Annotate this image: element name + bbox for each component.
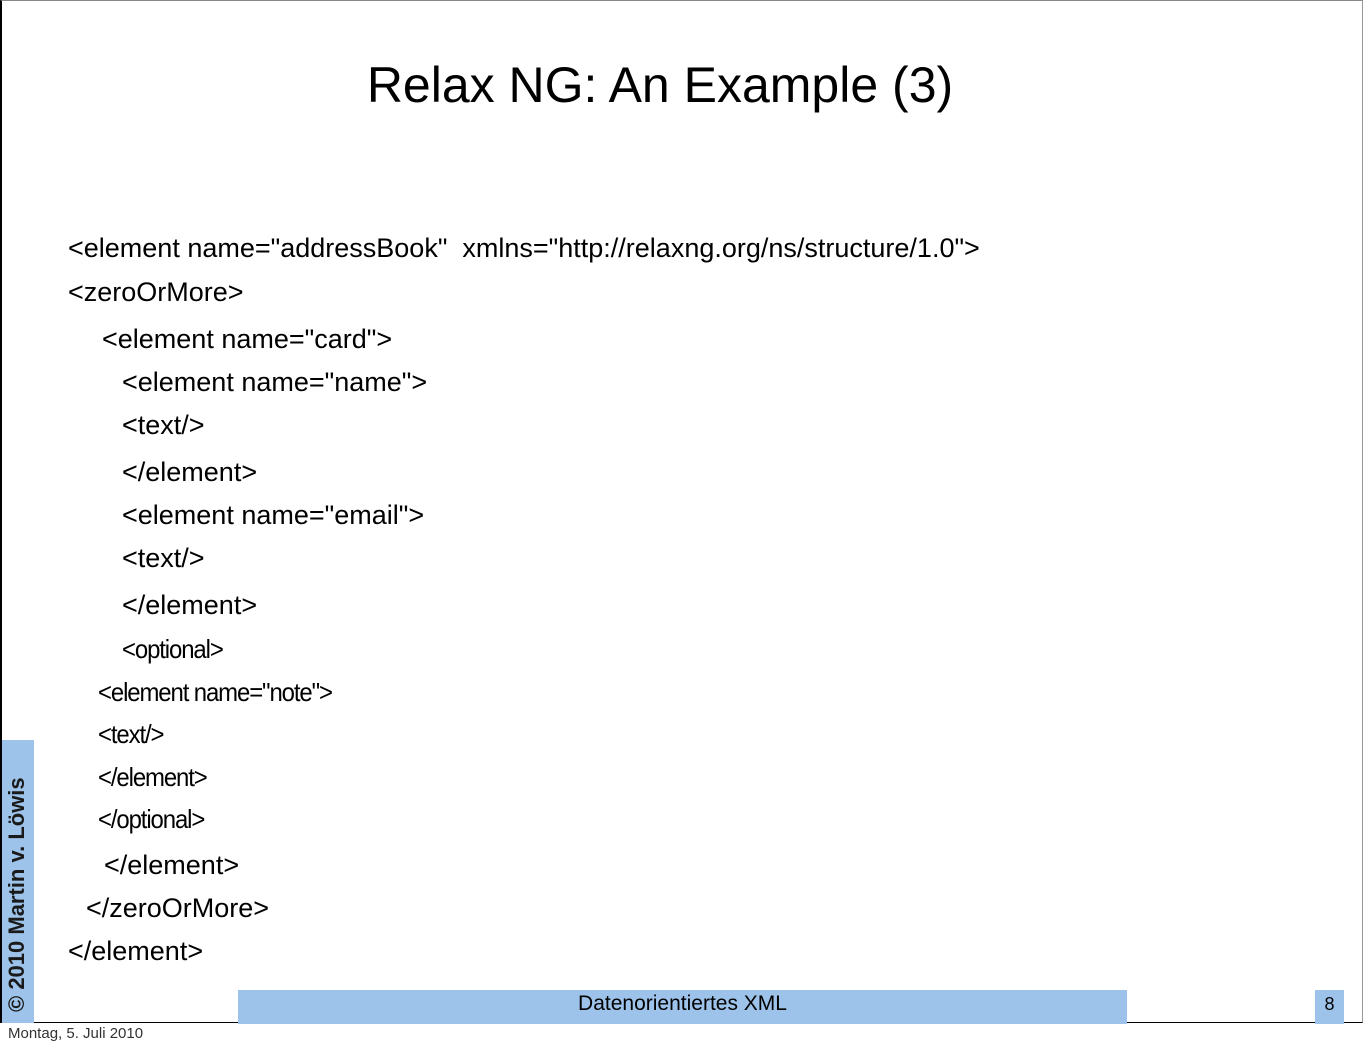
code-line: <zeroOrMore> <box>68 277 244 307</box>
code-line: <text/> <box>98 719 165 749</box>
code-line: <text/> <box>122 410 205 440</box>
footer-bar: Datenorientiertes XML <box>238 990 1127 1024</box>
code-line: <element name="card"> <box>102 324 393 354</box>
code-line: </element> <box>68 936 204 966</box>
page-number-box: 8 <box>1315 990 1344 1024</box>
code-line: </element> <box>98 762 208 792</box>
code-line: <text/> <box>122 543 205 573</box>
footer-course-title: Datenorientiertes XML <box>578 992 787 1015</box>
code-line: <element name="name"> <box>122 367 428 397</box>
code-line: </zeroOrMore> <box>86 893 270 923</box>
slide-title: Relax NG: An Example (3) <box>366 57 954 113</box>
code-line: <element name="email"> <box>122 500 425 530</box>
copyright-text: © 2010 Martin v. Löwis <box>4 777 29 1012</box>
code-line: </element> <box>104 850 240 880</box>
code-line: </element> <box>122 457 258 487</box>
code-line: <element name="addressBook" xmlns="http:… <box>68 233 980 263</box>
code-line: </element> <box>122 590 258 620</box>
code-line: <optional> <box>122 634 224 664</box>
code-line: </optional> <box>98 804 205 834</box>
copyright-sidebar <box>2 740 34 1023</box>
page-number: 8 <box>1324 994 1335 1014</box>
code-line: <element name="note"> <box>98 677 333 707</box>
date-label: Montag, 5. Juli 2010 <box>8 1025 144 1042</box>
